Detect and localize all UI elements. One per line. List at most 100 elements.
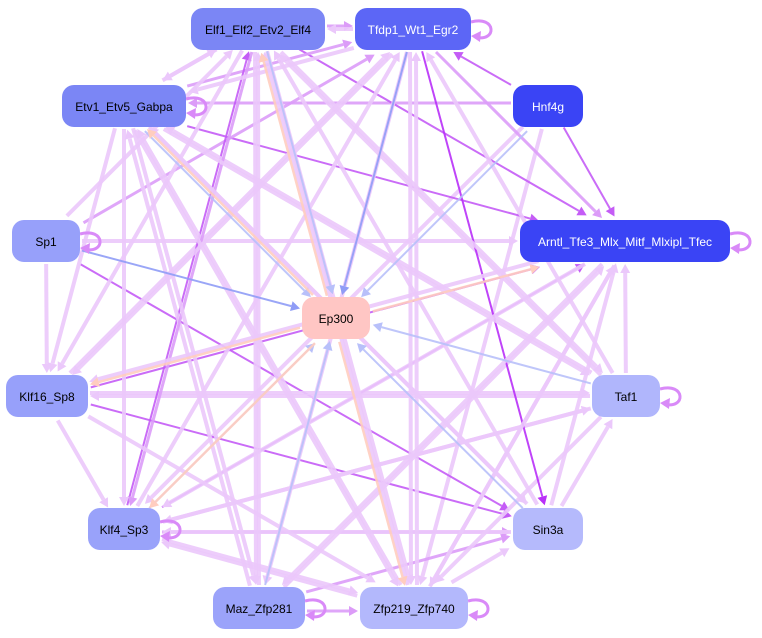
edge-arrowhead: [124, 129, 135, 140]
edge-sp1-to-sin3a: [80, 263, 503, 507]
edge-ep300-to-klf4: [154, 342, 316, 503]
edge-etv-to-ep300: [144, 130, 306, 292]
edge-arrowhead: [361, 287, 372, 298]
node-box[interactable]: [355, 8, 471, 50]
edge-elf-to-maz: [253, 52, 258, 577]
node-box[interactable]: [88, 508, 160, 550]
edge-tfdp-to-arntl: [434, 50, 597, 213]
self-loop-taf1: [659, 386, 682, 407]
node-box[interactable]: [213, 587, 305, 629]
node-box[interactable]: [191, 8, 325, 50]
node-tfdp[interactable]: Tfdp1_Wt1_Egr2: [355, 8, 471, 50]
edge-sp1-to-elf: [65, 54, 228, 218]
node-sin3a[interactable]: Sin3a: [513, 508, 583, 550]
node-klf16[interactable]: Klf16_Sp8: [6, 375, 88, 417]
self-loop-arrowhead: [730, 243, 740, 254]
self-loop-arrowhead: [471, 31, 481, 42]
node-box[interactable]: [302, 297, 370, 339]
node-maz[interactable]: Maz_Zfp281: [213, 587, 305, 629]
edge-arrowhead: [429, 576, 439, 587]
node-box[interactable]: [520, 220, 730, 262]
edge-arrowhead: [593, 363, 603, 373]
edge-arrowhead: [349, 606, 358, 616]
edge-arrowhead: [290, 301, 300, 311]
edge-arrowhead: [72, 365, 82, 376]
self-loop-tfdp: [470, 19, 493, 40]
edge-sin3a-to-arntl: [549, 271, 616, 506]
edge-arrowhead: [348, 585, 358, 596]
edge-ep300-to-klf16: [98, 326, 301, 384]
edge-sin3a-to-taf1: [559, 425, 610, 508]
node-klf4[interactable]: Klf4_Sp3: [88, 508, 160, 550]
node-box[interactable]: [6, 375, 88, 417]
edge-arrowhead: [47, 362, 58, 373]
edge-arrowhead: [206, 49, 217, 59]
edge-arrowhead: [147, 129, 157, 139]
node-label: Hnf4g: [532, 100, 564, 114]
edge-etv-to-arntl: [186, 125, 531, 220]
node-box[interactable]: [360, 587, 468, 629]
node-label: Maz_Zfp281: [226, 602, 293, 616]
edge-arrowhead: [99, 497, 109, 508]
node-label: Klf4_Sp3: [100, 523, 149, 537]
node-label: Ep300: [319, 312, 354, 326]
edge-etv-to-elf: [161, 52, 210, 83]
edge-hnf-to-ep300: [366, 130, 528, 292]
edge-arrowhead: [389, 576, 399, 587]
edge-elf-to-taf1: [279, 50, 598, 369]
node-etv[interactable]: Etv1_Etv5_Gabpa: [62, 85, 186, 127]
edge-klf4-to-tfdp: [135, 58, 397, 508]
self-loop-arrowhead: [186, 108, 196, 119]
edge-etv-to-zfp: [132, 129, 396, 580]
node-label: Arntl_Tfe3_Mlx_Mitf_Mlxipl_Tfec: [538, 235, 712, 249]
edge-arrowhead: [273, 50, 283, 61]
self-loop-arrowhead: [305, 610, 315, 621]
edge-arrowhead: [325, 284, 336, 295]
edge-arrowhead: [127, 496, 138, 506]
edge-arrowhead: [322, 341, 333, 351]
edge-arrowhead: [603, 419, 613, 430]
node-box[interactable]: [592, 375, 660, 417]
node-label: Elf1_Elf2_Etv2_Elf4: [205, 23, 311, 37]
edge-arrowhead: [90, 391, 99, 401]
edge-arrowhead: [509, 236, 518, 246]
edge-klf16-to-zfp: [87, 414, 369, 580]
node-hnf[interactable]: Hnf4g: [513, 85, 583, 127]
edge-arrowhead: [411, 51, 422, 62]
node-zfp[interactable]: Zfp219_Zfp740: [360, 587, 468, 629]
self-loop-zfp: [467, 598, 490, 619]
node-label: Tfdp1_Wt1_Egr2: [368, 23, 459, 37]
node-box[interactable]: [12, 220, 80, 262]
edge-arrowhead: [188, 84, 199, 95]
edge-arrowhead: [372, 322, 383, 332]
edge-ep300-to-zfp: [338, 341, 404, 578]
node-label: Etv1_Etv5_Gabpa: [75, 100, 173, 114]
node-box[interactable]: [62, 85, 186, 127]
edge-arrowhead: [397, 575, 408, 586]
edge-hnf-to-zfp: [420, 128, 544, 577]
edge-maz-to-arntl: [282, 271, 600, 589]
self-loop-arrowhead: [468, 610, 478, 621]
edge-arrowhead: [327, 24, 336, 34]
node-box[interactable]: [513, 85, 583, 127]
edge-arrowhead: [57, 361, 67, 372]
edge-sin3a-to-ep300: [362, 348, 524, 509]
node-label: Klf16_Sp8: [19, 390, 75, 404]
node-box[interactable]: [513, 508, 583, 550]
node-ep300[interactable]: Ep300: [302, 297, 370, 339]
self-loop-arrowhead: [660, 398, 670, 409]
edge-arrowhead: [90, 377, 100, 387]
edge-arrowhead: [500, 533, 511, 544]
edge-arrowhead: [342, 39, 353, 50]
node-elf[interactable]: Elf1_Elf2_Etv2_Elf4: [191, 8, 325, 50]
edge-tfdp-to-ep300: [343, 51, 408, 287]
edge-arrowhead: [605, 206, 615, 217]
node-arntl[interactable]: Arntl_Tfe3_Mlx_Mitf_Mlxipl_Tfec: [520, 220, 730, 262]
node-taf1[interactable]: Taf1: [592, 375, 660, 417]
self-loop-etv: [185, 96, 208, 117]
edge-arrowhead: [258, 52, 269, 63]
node-sp1[interactable]: Sp1: [12, 220, 80, 262]
edge-sp1-to-klf16: [44, 263, 49, 365]
edge-etv-to-taf1: [162, 127, 584, 373]
